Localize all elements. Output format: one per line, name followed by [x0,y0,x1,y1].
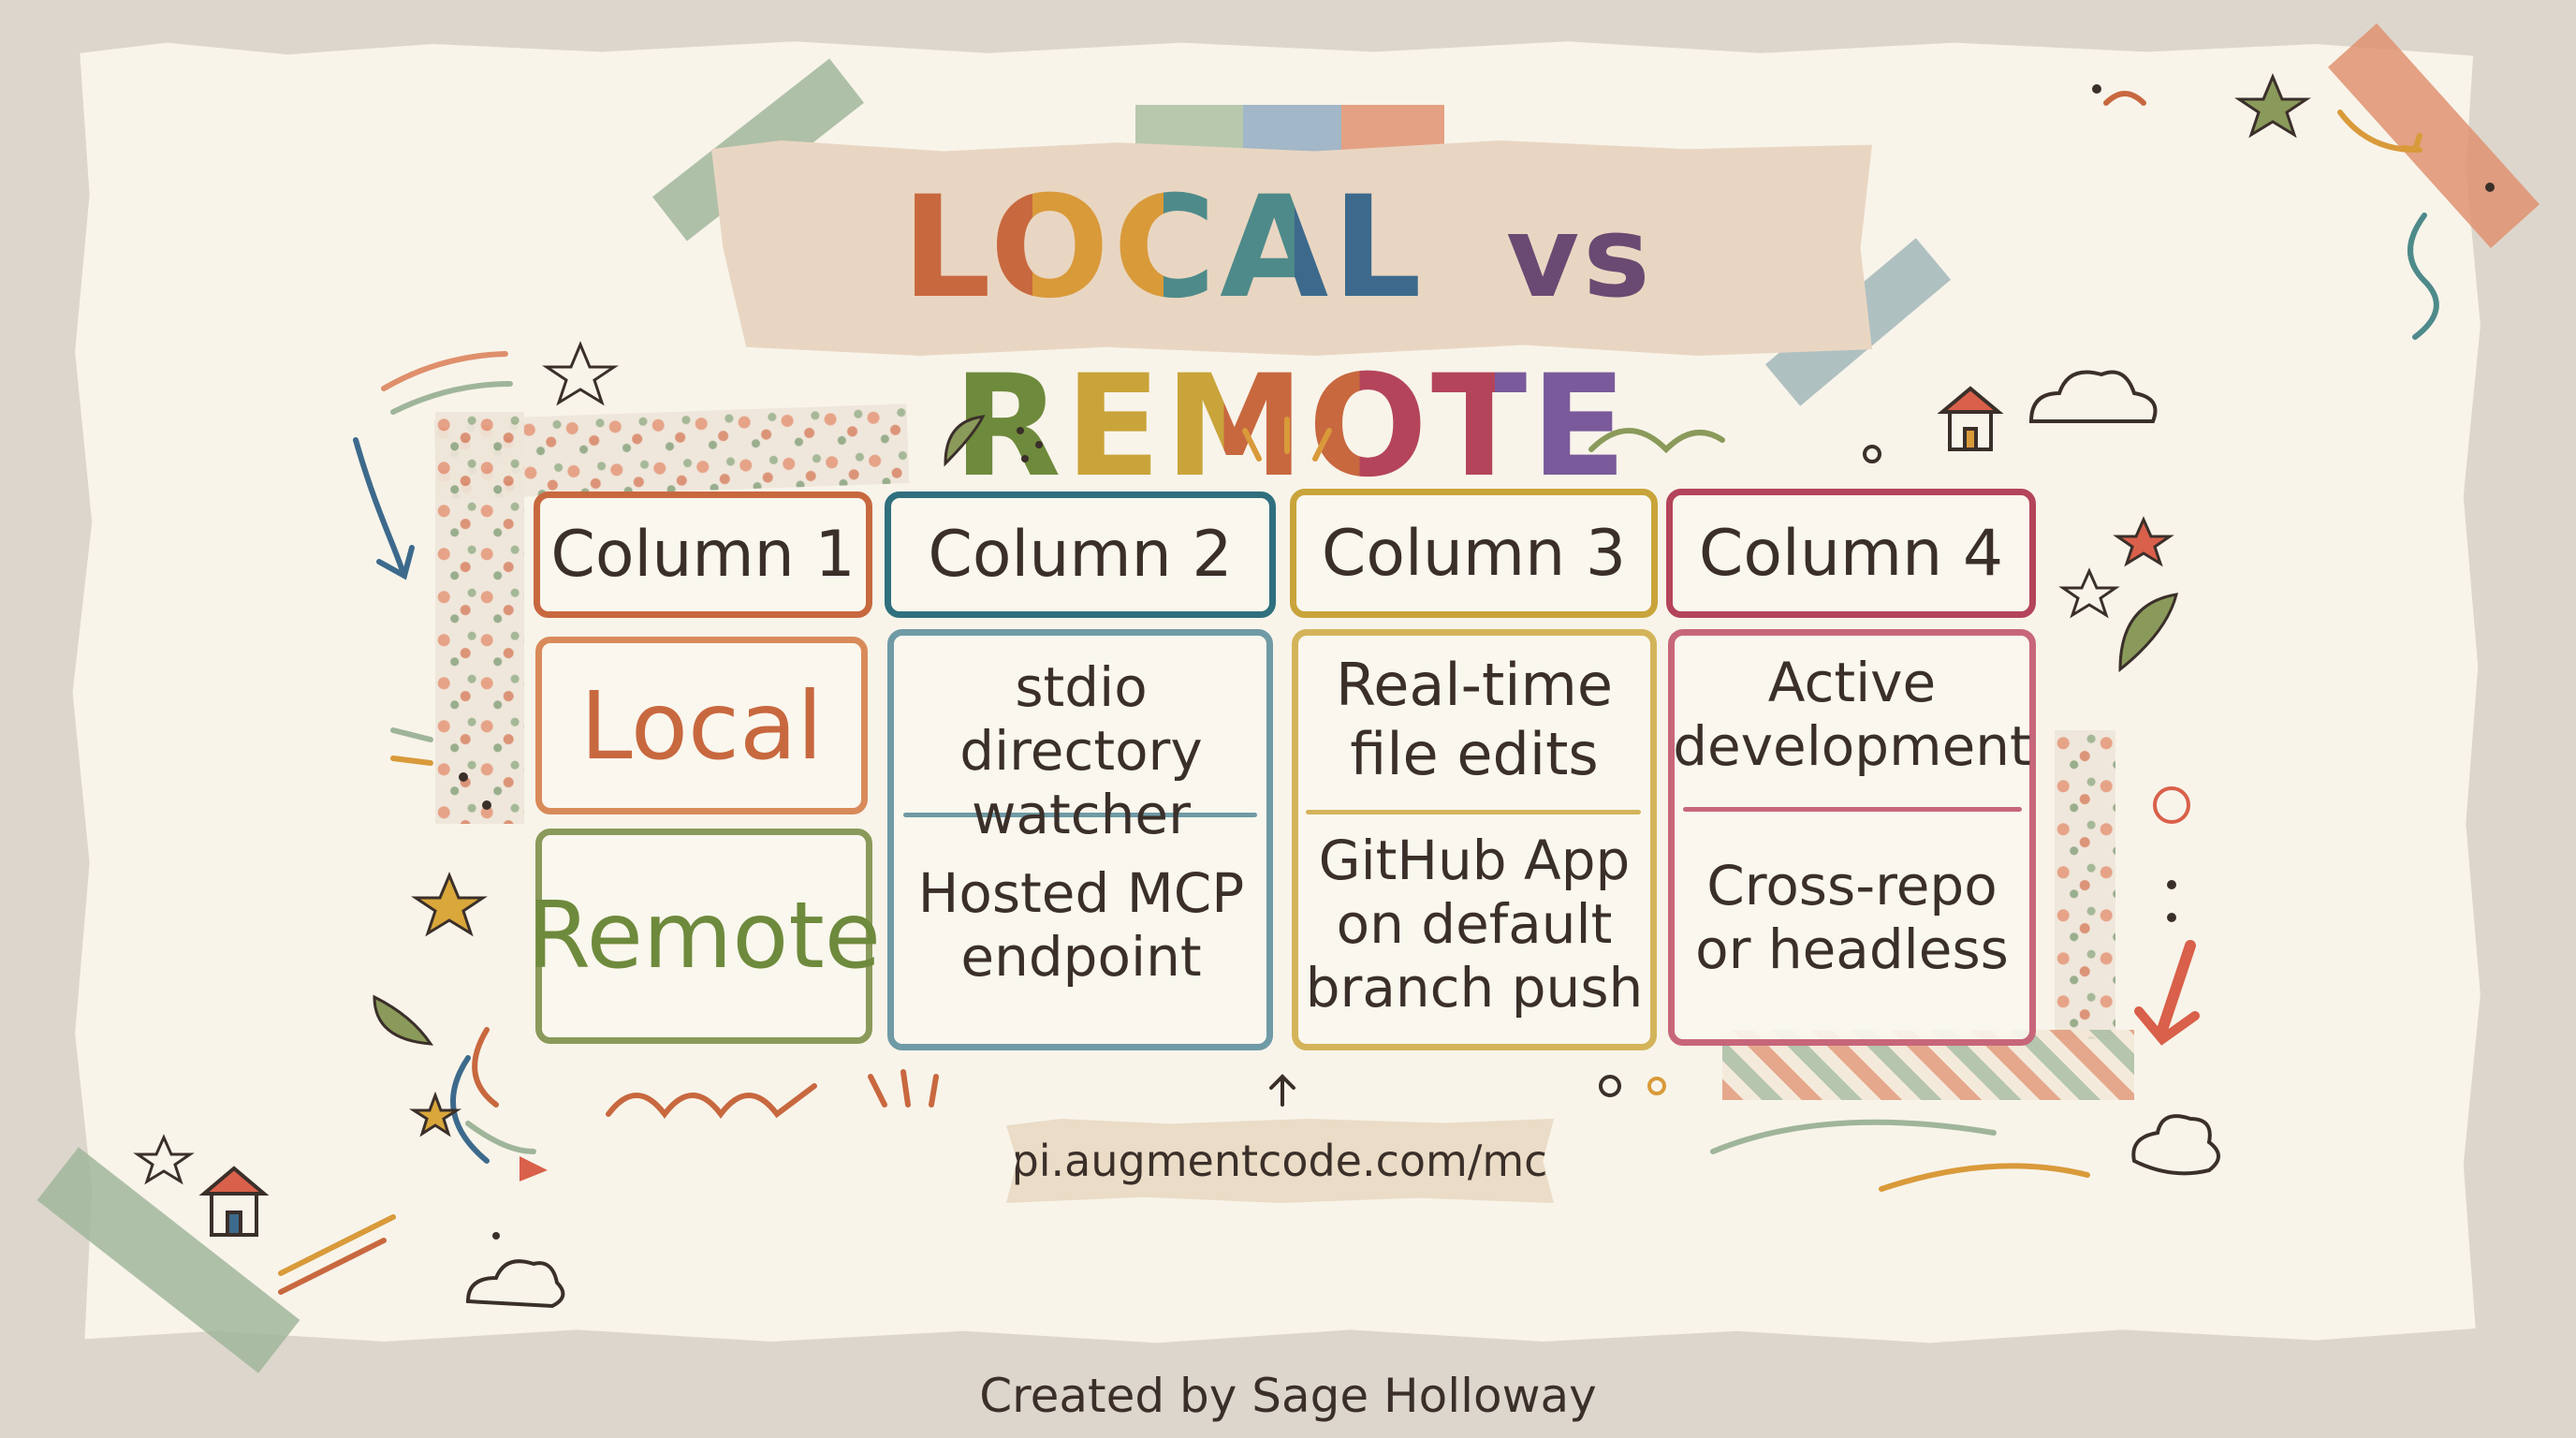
row-label-local-text: Local [579,670,824,781]
header-column-2: Column 2 [885,492,1276,618]
cell-local-column-4-line-2: development [1673,714,2031,778]
cell-local-column-2-line-1: stdio directory [959,655,1203,783]
title-word-vs: vs [1506,193,1654,323]
arrowhead-pink [520,1156,548,1181]
cell-remote-column-2: Hosted MCP endpoint [894,861,1268,989]
cell-remote-column-2-line-2: endpoint [960,925,1202,989]
cell-remote-column-3: GitHub App on default branch push [1296,829,1652,1020]
column-3-body [1292,629,1657,1050]
cell-remote-column-3-line-2: on default [1336,892,1613,956]
floral-tape-right [2055,730,2115,1039]
header-column-3: Column 3 [1290,489,1658,618]
cell-remote-column-4-line-2: or headless [1695,917,2009,981]
cell-local-column-4-line-1: Active [1767,651,1937,714]
cloud-icons [465,370,2220,1309]
cell-remote-column-4: Cross-repo or headless [1673,854,2031,981]
column-3-divider [1306,810,1641,814]
endpoint-url-text: api.augmentcode.com/mcp [985,1136,1575,1186]
header-column-3-label: Column 3 [1321,516,1627,591]
column-2-divider [903,813,1257,817]
cell-local-column-2: stdio directory watcher [894,655,1268,846]
header-column-4-label: Column 4 [1698,516,2004,591]
column-2-body [887,629,1273,1050]
title-word-local: LOCAL [901,164,1426,332]
cell-remote-column-4-line-1: Cross-repo [1706,854,1998,917]
cell-remote-column-2-line-1: Hosted MCP [917,861,1245,925]
header-column-4: Column 4 [1666,489,2036,618]
sparkle-lines [390,417,1332,1108]
cell-remote-column-3-line-1: GitHub App [1318,829,1631,892]
column-4-body [1668,629,2036,1046]
cell-local-column-3-line-2: file edits [1350,720,1599,788]
cell-local-column-4: Active development [1673,651,2031,778]
header-column-2-label: Column 2 [928,518,1233,592]
endpoint-url-label: api.augmentcode.com/mcp [1006,1119,1554,1203]
row-label-remote: Remote [527,829,881,1044]
row-label-local: Local [535,637,868,814]
header-column-1: Column 1 [534,492,872,618]
floral-tape-left [435,412,524,824]
house-icon [198,386,2004,1237]
cell-local-column-3: Real-time file edits [1296,651,1652,789]
leaf-icons [373,415,2179,1046]
cell-local-column-3-line-1: Real-time [1335,651,1614,719]
cell-remote-column-3-line-3: branch push [1305,956,1644,1020]
credit-text: Created by Sage Holloway [979,1369,1597,1423]
header-column-1-label: Column 1 [550,518,856,592]
title-paper-strip [711,140,1872,356]
column-4-divider [1683,807,2022,812]
dot-decorations [459,84,2495,1240]
star-icons [133,73,2311,1185]
row-label-remote-text: Remote [526,883,882,990]
cell-local-column-2-line-2: watcher [972,783,1191,846]
circle-decorations [1599,445,2190,1097]
